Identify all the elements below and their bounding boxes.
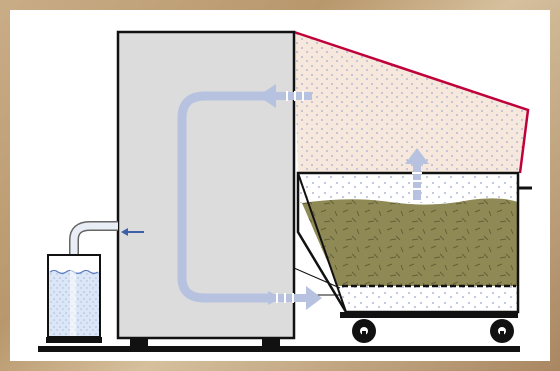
arrow-cabinet-to-bin bbox=[268, 286, 322, 310]
cart bbox=[340, 312, 518, 343]
internal-airflow-arrow bbox=[177, 91, 268, 303]
water-reservoir bbox=[46, 254, 102, 343]
cabinet-foot-right bbox=[262, 338, 280, 346]
arrow-hood-to-cabinet bbox=[258, 84, 312, 108]
cabinet-foot-left bbox=[130, 338, 148, 346]
arrow-bin-to-hood bbox=[405, 148, 429, 200]
diagram-panel bbox=[10, 10, 550, 361]
hood-outline bbox=[293, 30, 530, 174]
cabinet bbox=[116, 30, 296, 340]
arrow-pipe-to-cabinet bbox=[121, 228, 144, 236]
ground-line bbox=[38, 346, 520, 352]
grain-bin bbox=[293, 171, 532, 314]
dryer-diagram bbox=[38, 30, 532, 352]
